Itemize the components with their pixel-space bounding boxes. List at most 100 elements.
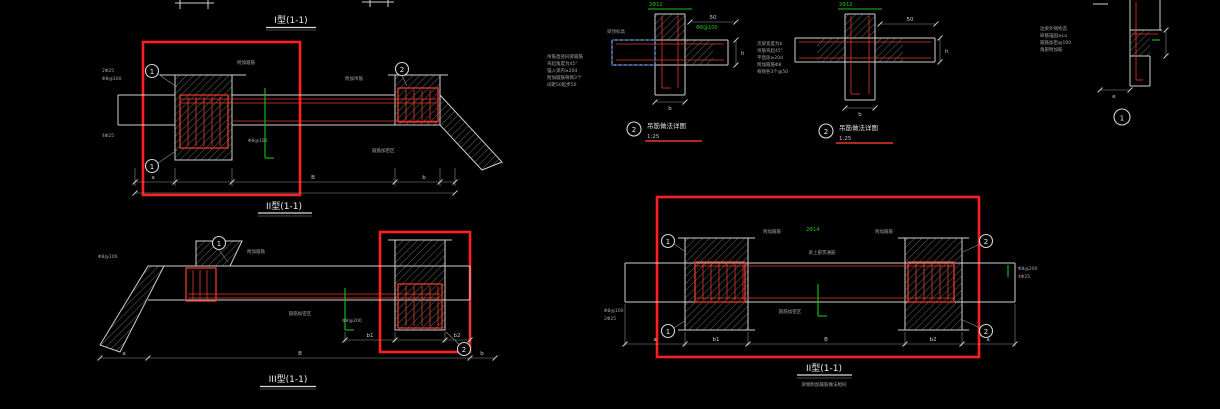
note-bars: 4Φ25 xyxy=(102,133,114,139)
callout-number: 2 xyxy=(824,128,828,136)
note-bars: 2Φ25 xyxy=(604,316,616,322)
title-type3-text: III型(1-1) xyxy=(269,374,308,385)
callout-number: 1 xyxy=(666,238,670,246)
callout-circle-1 xyxy=(660,323,676,339)
hatched-diagonal-member xyxy=(99,265,165,353)
hatched-haunch xyxy=(195,240,243,267)
callout-number: 1 xyxy=(217,240,221,248)
note-add-stirrup: 附加箍筋 xyxy=(875,228,893,235)
note-add-stirrup: 附加箍筋 xyxy=(237,59,255,66)
note-green-bar: 2Φ12 xyxy=(649,2,662,8)
note-dense-zone: 箍筋加密区 xyxy=(289,310,312,317)
callout-circle-1 xyxy=(1113,108,1131,126)
hatched-support-right xyxy=(394,74,441,126)
note-spacing: Φ8@100 xyxy=(102,76,122,82)
note-add-stirrup: 附加箍筋 xyxy=(247,248,265,255)
callout-number: 2 xyxy=(462,346,466,354)
callout-circle-2 xyxy=(978,323,994,339)
dim-label-b2: b2 xyxy=(930,337,937,343)
dim-label-B: B xyxy=(824,337,828,343)
note-bars: 4Φ25 xyxy=(1018,274,1030,280)
note-hang-bar: 附加吊筋 xyxy=(345,75,363,82)
dim-label-b2: b2 xyxy=(454,333,461,339)
note-dense-zone: 箍筋加密区 xyxy=(372,147,395,154)
note-spacing: Φ8@200 xyxy=(342,318,362,324)
callout-number: 2 xyxy=(984,328,988,336)
callout-number: 1 xyxy=(666,328,670,336)
callout-circle-1 xyxy=(144,63,160,79)
note-row: 箍筋加密@100 xyxy=(1040,39,1071,46)
section-detail-corner: 边梁外侧构造 纵筋锚固≥La 箍筋加密@100 角部附加筋 e 1 xyxy=(1040,0,1169,126)
note-row: 吊筋弯起45° xyxy=(757,47,783,54)
dim-label-b: b xyxy=(480,351,484,357)
rebar-cage-left xyxy=(694,261,746,303)
note-level: 梁顶标高 xyxy=(607,28,625,35)
title-type2b-subtext: 梁端附加箍筋做法相同 xyxy=(802,381,847,388)
dim-label-50: 50 xyxy=(907,17,914,23)
title-type3: III型(1-1) xyxy=(260,374,316,390)
note-dense-zone: 箍筋加密区 xyxy=(779,308,802,315)
note-row: 平直段≥20d xyxy=(757,54,783,61)
note-green-bar: 2Φ14 xyxy=(806,227,819,233)
callout-number: 1 xyxy=(150,68,154,76)
note-row: 弯起角度为45° xyxy=(547,60,577,67)
callout-circle-2 xyxy=(818,123,834,139)
note-row: 次梁宽度为b xyxy=(757,40,782,47)
callout-number: 1 xyxy=(1120,115,1124,123)
dim-label-h: h xyxy=(945,49,949,55)
title-type1-text: I型(1-1) xyxy=(274,15,307,26)
dim-label-h: h xyxy=(741,51,745,57)
section-scale: 1:25 xyxy=(839,136,852,142)
dim-label-B: B xyxy=(298,351,302,357)
note-row: 附加箍筋Φ8 xyxy=(757,61,782,68)
dim-label-b1: b1 xyxy=(713,337,720,343)
hatched-support-right xyxy=(394,239,446,331)
detail-type3-elevation: 1 2 附加箍筋 箍筋加密区 Φ8@200 Φ8@100 b1 b2 a B b xyxy=(97,230,498,361)
note-row: 附加箍筋每侧3个 xyxy=(547,74,582,81)
hatched-support-left xyxy=(174,74,233,161)
title-type2: II型(1-1) xyxy=(258,201,312,217)
note-spacing: Φ8@100 xyxy=(604,308,624,314)
note-bars: 2Φ25 xyxy=(102,68,114,74)
callout-circle-2 xyxy=(394,61,410,77)
title-type2b-text: II型(1-1) xyxy=(806,363,842,374)
detail-type2b-elevation: 2Φ14 1 1 2 2 附加箍筋 附加箍筋 梁上部贯通筋 箍筋加密区 Φ8@1… xyxy=(604,195,1038,359)
rebar-cage-right xyxy=(397,283,443,329)
note-row: 每侧各3个@50 xyxy=(757,68,788,75)
note-row: 角部附加筋 xyxy=(1040,46,1063,53)
hatched-support-right xyxy=(904,237,963,331)
callout-circle-1 xyxy=(211,235,227,251)
note-spacing: Φ8@100 xyxy=(248,138,268,144)
note-through-bar: 梁上部贯通筋 xyxy=(809,249,836,256)
dim-label-a: a xyxy=(986,337,989,343)
dim-label-a: a xyxy=(122,351,125,357)
note-row: 吊筋直径同梁箍筋 xyxy=(547,53,583,60)
section-scale: 1:25 xyxy=(647,134,660,140)
section-title: 吊筋做法详图 xyxy=(839,123,878,132)
note-spacing: Φ8@100 xyxy=(98,254,118,260)
callout-number: 2 xyxy=(400,66,404,74)
section-detail-hangbar-1: 2Φ12 Φ8@100 50 h b 梁顶标高 吊筋直径同梁箍筋 弯起角度为45… xyxy=(547,2,745,142)
hatched-diagonal-member xyxy=(439,93,503,171)
rebar-cage-left xyxy=(179,94,229,149)
callout-circle-1 xyxy=(144,158,160,174)
top-edge-partial-drawings xyxy=(175,0,1108,9)
section-detail-hangbar-2: 2Φ12 50 h b 次梁宽度为b 吊筋弯起45° 平直段≥20d 附加箍筋Φ… xyxy=(757,2,949,144)
detail-type2-elevation: 1 1 2 附加箍筋 附加吊筋 Φ8@100 箍筋加密区 2Φ25 Φ8@100… xyxy=(102,40,503,197)
dim-label-b1: b1 xyxy=(367,333,374,339)
note-row: 锚入梁内≥20d xyxy=(547,67,577,74)
dim-label-a: a xyxy=(653,337,656,343)
callout-circle-2 xyxy=(456,341,472,357)
rebar-cage-left xyxy=(185,267,217,302)
callout-circle-2 xyxy=(978,233,994,249)
dim-label-e: e xyxy=(1112,94,1116,100)
dim-label-b: b xyxy=(422,175,426,181)
title-type1: I型(1-1) xyxy=(266,15,316,31)
section-title: 吊筋做法详图 xyxy=(647,121,686,130)
rebar-cage-right xyxy=(907,261,955,303)
note-green-bar: 2Φ12 xyxy=(839,2,852,8)
callout-circle-2 xyxy=(626,121,642,137)
note-add-stirrup: 附加箍筋 xyxy=(763,228,781,235)
